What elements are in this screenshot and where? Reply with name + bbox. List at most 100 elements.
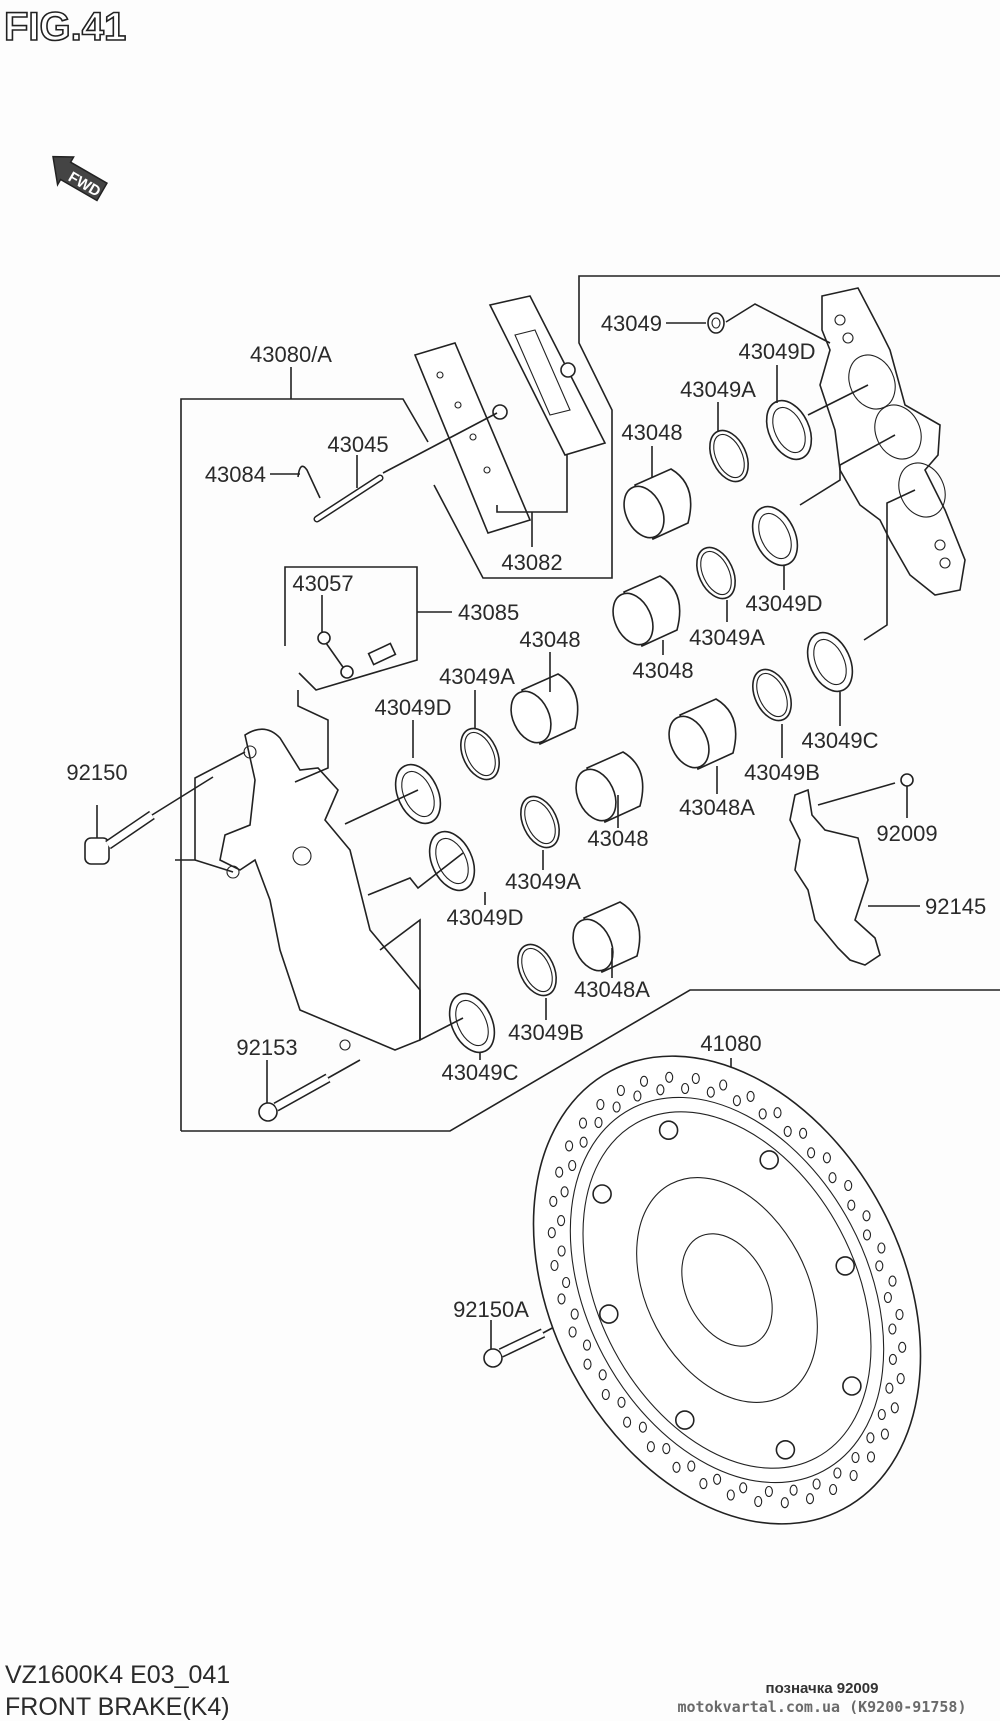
disc-float-button [835, 1256, 856, 1276]
disc-vent-hole [601, 1388, 610, 1401]
disc-vent-hole [623, 1416, 632, 1428]
part-label[interactable]: 43049D [745, 591, 822, 616]
part-label[interactable]: 43084 [205, 462, 266, 487]
disc-vent-hole [699, 1478, 708, 1490]
disc-vent-hole [560, 1186, 569, 1198]
disc-vent-hole [578, 1117, 588, 1129]
disc-vent-hole [754, 1495, 763, 1508]
disc-vent-hole [758, 1108, 767, 1120]
seals-left [394, 727, 560, 1054]
watermark-site: motokvartal.com.ua (K9200-91758) [678, 1698, 967, 1716]
disc-vent-hole [828, 1172, 837, 1184]
disc-vent-hole [719, 1079, 728, 1091]
part-label[interactable]: 43049A [439, 664, 515, 689]
bleeder-valve [367, 642, 397, 666]
part-label[interactable]: 43049C [801, 728, 878, 753]
part-label[interactable]: 43048 [621, 420, 682, 445]
disc-vent-hole [583, 1358, 592, 1370]
disc-vent-hole [847, 1199, 856, 1211]
disc-vent-hole [862, 1210, 871, 1222]
part-label[interactable]: 43049C [441, 1060, 518, 1085]
part-label[interactable]: 92150 [66, 760, 127, 785]
part-label[interactable]: 43080/A [250, 342, 332, 367]
disc-vent-hole [764, 1485, 773, 1498]
part-label[interactable]: 92150A [453, 1297, 529, 1322]
disc-vent-hole [851, 1451, 860, 1464]
disc-vent-hole [570, 1308, 579, 1320]
disc-float-button [759, 1150, 780, 1170]
disc-vent-hole [880, 1428, 889, 1440]
part-label[interactable]: 41080 [700, 1031, 761, 1056]
part-label[interactable]: 43049A [505, 869, 581, 894]
disc-vent-hole [706, 1086, 715, 1098]
disc-vent-hole [746, 1090, 755, 1102]
disc-float-button [674, 1410, 695, 1430]
part-label[interactable]: 43048 [587, 826, 648, 851]
part-label[interactable]: 43045 [327, 432, 388, 457]
disc-vent-hole [888, 1275, 897, 1287]
figure-title: FIG.41 [4, 5, 126, 49]
disc-vent-hole [895, 1308, 904, 1321]
part-label[interactable]: 43049A [680, 377, 756, 402]
disc-vent-hole [550, 1259, 559, 1272]
group-outline-pads [433, 275, 1000, 579]
pistons-left [510, 673, 644, 974]
disc-vent-hole [888, 1323, 897, 1335]
brake-pad-outer [488, 295, 607, 456]
part-label[interactable]: 43085 [458, 600, 519, 625]
part-label[interactable]: 92153 [236, 1035, 297, 1060]
disc-vent-hole [866, 1432, 875, 1444]
part-label[interactable]: 43048 [519, 627, 580, 652]
disc-vent-hole [829, 1483, 838, 1496]
disc-vent-hole [875, 1260, 884, 1272]
model-code: VZ1600K4 E03_041 [5, 1661, 230, 1689]
part-label[interactable]: 43049D [446, 905, 523, 930]
disc-vent-hole [883, 1291, 892, 1304]
part-label[interactable]: 43057 [292, 571, 353, 596]
bleeder-cap [317, 631, 354, 679]
part-label[interactable]: 43048A [679, 795, 755, 820]
disc-float-button [775, 1440, 796, 1460]
disc-float-button [592, 1184, 612, 1204]
part-label[interactable]: 43049A [689, 625, 765, 650]
disc-vent-hole [898, 1341, 907, 1353]
caliper-left-half [219, 728, 421, 1051]
disc-vent-hole [896, 1373, 905, 1385]
part-label[interactable]: 92009 [876, 821, 937, 846]
group-outline-bleeder [284, 566, 418, 691]
disc-vent-hole [665, 1071, 674, 1083]
part-label[interactable]: 43048 [632, 658, 693, 683]
disc-vent-hole [662, 1443, 671, 1455]
brake-disc-41080 [532, 1055, 922, 1525]
disc-vent-hole [844, 1179, 853, 1192]
part-label[interactable]: 92145 [925, 894, 986, 919]
disc-vent-hole [568, 1326, 577, 1338]
disc-vent-hole [557, 1215, 566, 1227]
disc-vent-hole [596, 1098, 605, 1111]
part-label[interactable]: 43049B [508, 1020, 584, 1045]
part-label[interactable]: 43049D [738, 339, 815, 364]
disc-vent-hole [547, 1227, 556, 1239]
spring-92145 [789, 788, 920, 966]
part-label[interactable]: 43049D [374, 695, 451, 720]
disc-vent-hole [672, 1461, 681, 1473]
disc-vent-hole [799, 1127, 808, 1139]
disc-float-button [598, 1304, 619, 1324]
disc-vent-hole [582, 1339, 592, 1351]
part-label[interactable]: 43048A [574, 977, 650, 1002]
disc-vent-hole [616, 1084, 625, 1097]
part-label[interactable]: 43049B [744, 760, 820, 785]
disc-vent-hole [822, 1152, 831, 1164]
part-label[interactable]: 43082 [501, 550, 562, 575]
disc-vent-hole [557, 1293, 566, 1305]
part-label[interactable]: 43049 [601, 311, 662, 336]
brake-pad-inner [413, 342, 532, 534]
pad-clip [297, 465, 321, 499]
bolt-92153 [258, 1059, 361, 1122]
disc-vent-hole [638, 1421, 647, 1433]
disc-vent-hole [888, 1353, 897, 1365]
disc-vent-hole [562, 1276, 571, 1289]
disc-vent-hole [866, 1451, 876, 1463]
disc-vent-hole [713, 1473, 722, 1485]
